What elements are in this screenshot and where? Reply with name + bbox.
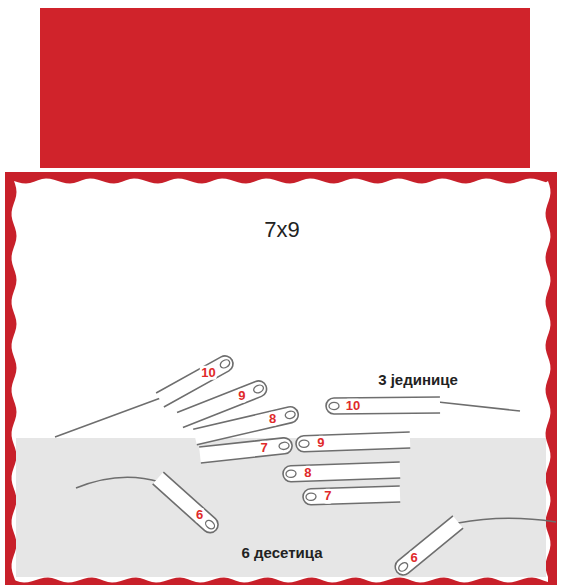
- finger-nail: [397, 561, 409, 573]
- finger-nail: [329, 402, 339, 409]
- finger-nail: [299, 440, 309, 448]
- frame-border: [5, 172, 557, 585]
- finger-outline: [395, 516, 463, 575]
- hand-outline: [55, 396, 166, 437]
- finger-nail: [286, 470, 296, 478]
- finger-outline: [199, 438, 292, 463]
- finger-number: 7: [323, 489, 332, 503]
- finger: [153, 472, 218, 533]
- finger-outline: [283, 462, 400, 482]
- finger-nail: [219, 358, 231, 369]
- finger-number: 9: [237, 388, 246, 402]
- grey-band: [16, 438, 546, 577]
- finger-number: 8: [303, 466, 312, 480]
- red-banner: [40, 8, 530, 168]
- finger: [283, 462, 400, 482]
- finger-number: 10: [200, 366, 216, 380]
- finger-outline: [326, 397, 440, 414]
- finger: [303, 486, 400, 505]
- finger-nail: [279, 442, 290, 450]
- finger: [199, 438, 292, 463]
- hand-outline: [76, 477, 160, 488]
- count-label: 3 јединице: [378, 372, 458, 389]
- frame-inner: [12, 179, 551, 583]
- finger: [326, 397, 440, 414]
- hand-outline: [458, 518, 556, 523]
- finger-number: 8: [268, 412, 277, 426]
- finger-number: 9: [316, 436, 325, 450]
- title: 7x9: [264, 218, 299, 242]
- finger: [395, 516, 463, 575]
- finger-nail: [306, 493, 316, 501]
- finger: [296, 432, 410, 452]
- finger-number: 7: [260, 441, 269, 455]
- finger-nail: [253, 384, 265, 394]
- finger-number: 10: [345, 399, 361, 413]
- count-label: 6 десетица: [242, 545, 323, 562]
- finger-number: 6: [409, 551, 418, 565]
- hand-outline: [438, 402, 520, 411]
- finger-number: 6: [195, 508, 204, 522]
- finger-outline: [153, 472, 218, 533]
- finger-outline: [303, 486, 400, 505]
- finger-outline: [296, 432, 410, 452]
- finger-nail: [204, 519, 216, 531]
- finger-nail: [285, 410, 296, 419]
